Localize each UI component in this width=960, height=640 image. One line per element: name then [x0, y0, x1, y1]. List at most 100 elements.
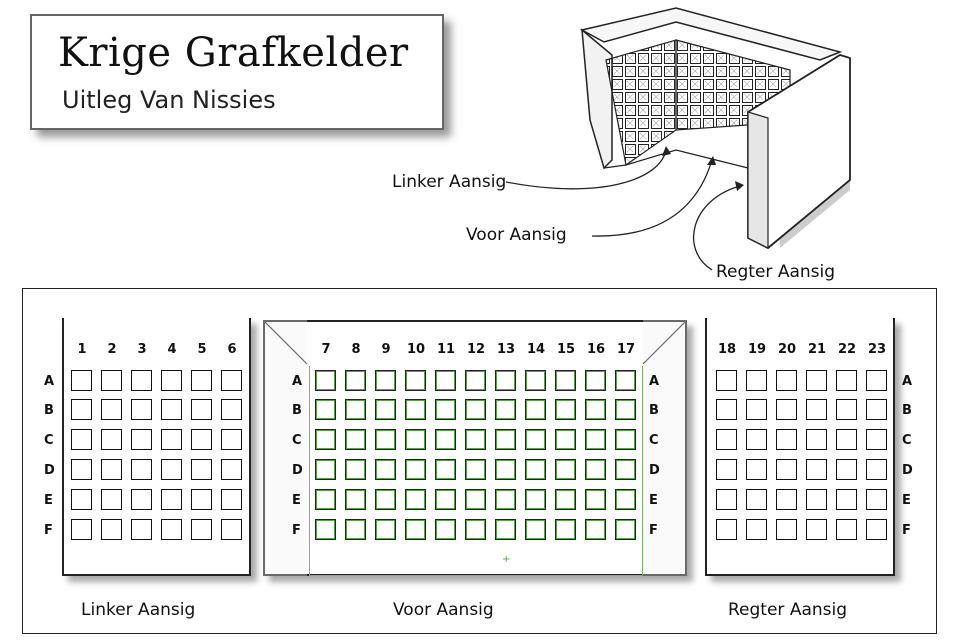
right-elevation-caption: Regter Aansig — [728, 600, 848, 620]
front-niche-area — [309, 366, 643, 576]
left-niche-cell — [221, 519, 242, 540]
front-niche-cell — [315, 429, 336, 450]
front-niche-cell — [345, 429, 366, 450]
right-row-letter: D — [902, 463, 913, 478]
left-niche-cell — [101, 459, 122, 480]
right-niche-cell — [836, 519, 857, 540]
left-row-letter: A — [44, 374, 55, 389]
front-row-letter: D — [649, 463, 660, 478]
right-niche-cell — [716, 489, 737, 510]
front-niche-cell — [495, 399, 516, 420]
front-niche-cell — [375, 370, 396, 391]
left-niche-cell — [191, 429, 212, 450]
front-niche-cell — [525, 399, 546, 420]
front-niche-cell — [555, 519, 576, 540]
front-niche-cell — [555, 459, 576, 480]
front-row-letter: A — [649, 374, 660, 389]
right-niche-cell — [836, 429, 857, 450]
front-row-letter: C — [292, 433, 302, 448]
front-niche-cell — [345, 399, 366, 420]
left-niche-cell — [101, 429, 122, 450]
front-niche-cell — [405, 399, 426, 420]
front-niche-cell — [315, 459, 336, 480]
front-column-number: 7 — [321, 342, 331, 357]
right-niche-cell — [746, 429, 767, 450]
left-row-letter: D — [44, 463, 55, 478]
front-niche-cell — [435, 489, 456, 510]
front-column-number: 12 — [466, 342, 486, 357]
front-row-letter: C — [649, 433, 659, 448]
front-niche-cell — [405, 429, 426, 450]
front-niche-cell — [585, 399, 606, 420]
right-row-letter: C — [902, 433, 912, 448]
right-niche-cell — [776, 459, 797, 480]
left-column-number: 4 — [167, 342, 177, 357]
front-niche-cell — [615, 519, 636, 540]
right-niche-cell — [776, 519, 797, 540]
left-niche-cell — [131, 399, 152, 420]
right-niche-cell — [806, 370, 827, 391]
right-niche-cell — [746, 399, 767, 420]
front-niche-cell — [465, 519, 486, 540]
front-column-number: 8 — [351, 342, 361, 357]
right-column-number: 22 — [837, 342, 857, 357]
front-column-number: 15 — [556, 342, 576, 357]
left-niche-cell — [101, 399, 122, 420]
left-niche-cell — [161, 370, 182, 391]
front-niche-cell — [525, 519, 546, 540]
right-row-letter: B — [902, 403, 912, 418]
front-column-number: 14 — [526, 342, 546, 357]
front-niche-cell — [495, 459, 516, 480]
front-niche-cell — [435, 459, 456, 480]
front-column-number: 16 — [586, 342, 606, 357]
right-row-letter: F — [902, 523, 911, 538]
left-elevation-caption: Linker Aansig — [81, 600, 196, 620]
front-niche-cell — [465, 399, 486, 420]
left-column-number: 6 — [227, 342, 237, 357]
front-niche-cell — [585, 459, 606, 480]
left-niche-cell — [191, 519, 212, 540]
left-niche-cell — [221, 459, 242, 480]
front-view-label: Voor Aansig — [466, 225, 567, 245]
left-niche-cell — [131, 489, 152, 510]
right-niche-cell — [746, 519, 767, 540]
left-niche-cell — [101, 519, 122, 540]
front-niche-cell — [435, 519, 456, 540]
front-niche-cell — [495, 489, 516, 510]
front-niche-cell — [315, 399, 336, 420]
front-column-number: 17 — [616, 342, 636, 357]
right-niche-cell — [746, 489, 767, 510]
left-niche-cell — [221, 370, 242, 391]
front-niche-cell — [375, 489, 396, 510]
right-column-number: 23 — [867, 342, 887, 357]
right-row-letter: E — [902, 493, 911, 508]
front-niche-cell — [615, 370, 636, 391]
center-mark: + — [502, 554, 511, 565]
front-niche-cell — [465, 459, 486, 480]
left-niche-cell — [161, 429, 182, 450]
front-niche-cell — [345, 489, 366, 510]
left-view-label: Linker Aansig — [392, 172, 507, 192]
front-row-letter: F — [649, 523, 658, 538]
front-niche-cell — [345, 519, 366, 540]
right-niche-cell — [806, 399, 827, 420]
front-elevation-caption: Voor Aansig — [393, 600, 494, 620]
left-niche-cell — [71, 429, 92, 450]
left-column-number: 5 — [197, 342, 207, 357]
left-row-letter: B — [44, 403, 54, 418]
front-column-number: 11 — [436, 342, 456, 357]
front-row-letter: B — [292, 403, 302, 418]
right-niche-cell — [806, 519, 827, 540]
front-niche-cell — [405, 519, 426, 540]
front-niche-cell — [495, 519, 516, 540]
front-niche-cell — [465, 429, 486, 450]
right-niche-cell — [716, 519, 737, 540]
left-niche-cell — [71, 370, 92, 391]
front-niche-cell — [525, 489, 546, 510]
left-row-letter: C — [44, 433, 54, 448]
front-niche-cell — [615, 459, 636, 480]
front-column-number: 13 — [496, 342, 516, 357]
front-column-number: 9 — [381, 342, 391, 357]
right-row-letter: A — [902, 374, 913, 389]
front-niche-cell — [495, 429, 516, 450]
